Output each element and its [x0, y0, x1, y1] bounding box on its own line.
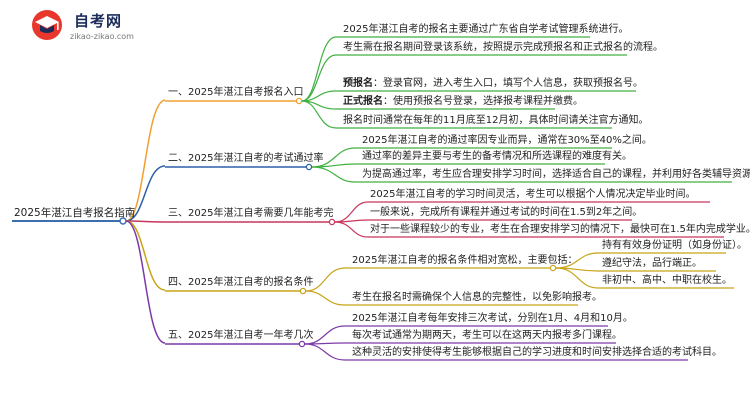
- branch-connector-1: [125, 99, 166, 222]
- branch-2-label: 二、2025年湛江自考的考试通过率: [168, 153, 324, 164]
- branch-connector-5: [125, 220, 166, 344]
- leaf-bold-term: 正式报名: [343, 96, 383, 107]
- branch-4-leaf-1-child-3: 非初中、高中、中职在校生。: [602, 275, 732, 286]
- leaf-text: ：登录官网，进入考生入口，填写个人信息，获取预报名号。: [373, 78, 643, 89]
- mindmap-root-label: 2025年湛江自考报名指南: [14, 207, 136, 219]
- branch-2-leaf-1: 2025年湛江自考的通过率因专业而异，通常在30%至40%之间。: [362, 135, 652, 146]
- branch-connector-2: [125, 165, 166, 222]
- branch-4-leaf-2: 考生在报名时需确保个人信息的完整性，以免影响报考。: [352, 292, 602, 303]
- leaf-bold-term: 预报名: [343, 78, 373, 89]
- branch-3-leaf-3: 对于一些课程较少的专业，考生在合理安排学习的情况下，最快可在1.5年内完成学业。: [370, 224, 750, 235]
- leaf-text: ：使用预报名号登录，选择报考课程并缴费。: [383, 96, 583, 107]
- branch-1-leaf-3: 预报名：登录官网，进入考生入口，填写个人信息，获取预报名号。: [343, 78, 643, 90]
- branch-1-leaf-1: 2025年湛江自考的报名主要通过广东省自学考试管理系统进行。: [343, 24, 629, 35]
- graduation-cap-logo-icon: [32, 10, 62, 40]
- branch-4-leaf-1: 2025年湛江自考的报名条件相对宽松，主要包括：: [352, 255, 578, 266]
- site-logo[interactable]: 自考网 zikao-zikao.com: [30, 6, 150, 50]
- branch-3-leaf-2: 一般来说，完成所有课程并通过考试的时间在1.5到2年之间。: [370, 207, 643, 218]
- branch-4-leaf-1-child-1: 持有有效身份证明（如身份证）。: [602, 240, 747, 251]
- branch-3-leaf-1: 2025年湛江自考的学习时间灵活，考生可以根据个人情况决定毕业时间。: [370, 189, 696, 200]
- branch-connector-3: [125, 220, 166, 223]
- branch-2-leaf-3: 为提高通过率，考生应合理安排学习时间，选择适合自己的课程，并利用好各类辅导资源。: [362, 169, 750, 180]
- branch-1-leaf-5: 报名时间通常在每年的11月底至12月初，具体时间请关注官方通知。: [343, 115, 649, 126]
- branch-5-leaf-1: 2025年湛江自考每年安排三次考试，分别在1月、4月和10月。: [352, 313, 633, 324]
- branch-4-label: 四、2025年湛江自考的报名条件: [168, 277, 314, 288]
- branch-1-label: 一、2025年湛江自考报名入口: [168, 87, 304, 98]
- branch-1-leaf-4: 正式报名：使用预报名号登录，选择报考课程并缴费。: [343, 96, 583, 108]
- branch-5-leaf-2: 每次考试通常为期两天，考生可以在这两天内报考多门课程。: [352, 330, 622, 341]
- branch-3-label: 三、2025年湛江自考需要几年能考完: [168, 208, 334, 219]
- branch-2-leaf-2: 通过率的差异主要与考生的备考情况和所选课程的难度有关。: [362, 151, 632, 162]
- logo-title: 自考网: [74, 12, 123, 30]
- branch-4-leaf-1-child-2: 遵纪守法，品行端正。: [602, 258, 702, 269]
- branch-5-label: 五、2025年湛江自考一年考几次: [168, 330, 314, 341]
- branch-connector-4: [125, 220, 166, 291]
- branch-5-leaf-3: 这种灵活的安排使得考生能够根据自己的学习进度和时间安排选择合适的考试科目。: [352, 347, 722, 358]
- branch-1-leaf-2: 考生需在报名期间登录该系统，按照提示完成预报名和正式报名的流程。: [343, 42, 663, 53]
- logo-url: zikao-zikao.com: [70, 32, 134, 41]
